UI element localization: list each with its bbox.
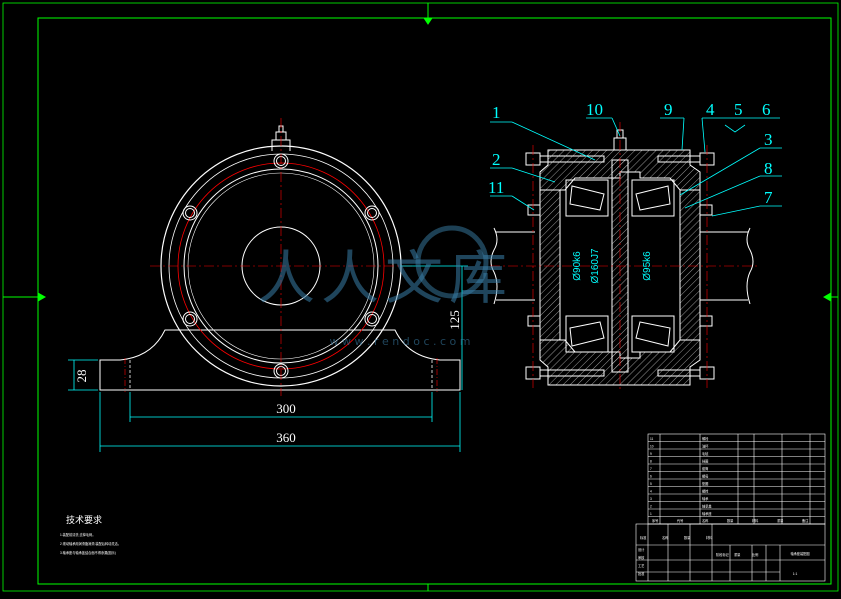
callout-5: 5 [734, 100, 743, 119]
parts-cell: 2 [650, 505, 652, 509]
parts-cell: 螺栓 [702, 436, 709, 441]
parts-cell: 挡圈 [702, 459, 708, 464]
parts-cell: 轴承盖 [702, 504, 712, 509]
callout-7: 7 [764, 188, 773, 207]
scale-label: 比例 [752, 552, 758, 557]
tech-item-2: 2.滚动轴承用润滑脂润滑,装配后转动灵活。 [60, 541, 121, 546]
part-callouts: 1 2 11 10 9 4 5 6 3 8 7 [488, 100, 773, 207]
dim-center-height: 125 [447, 310, 462, 330]
callout-3: 3 [764, 130, 773, 149]
scale-label: 阶段标记 [716, 552, 730, 557]
section-view: Ø90k6 Ø160J7 Ø95k6 1 2 11 10 9 4 5 6 3 [488, 100, 782, 392]
scale-value: 1:1 [793, 572, 798, 576]
parts-cell: 螺栓 [702, 489, 709, 494]
callout-8: 8 [764, 159, 773, 178]
dim-base-inner: 300 [276, 401, 296, 416]
tech-item-3: 3.轴承座与轴承盖结合面不得渗漏(图示) [60, 550, 116, 555]
front-view: 300 360 125 28 [68, 118, 468, 452]
callout-10: 10 [586, 100, 603, 119]
pedestal-outline [99, 329, 461, 391]
callout-6: 6 [762, 100, 771, 119]
watermark-logo: 人人文库 [257, 244, 513, 312]
shaft [490, 227, 754, 305]
parts-cell: 1 [650, 512, 652, 516]
parts-cell: 垫圈 [702, 481, 708, 486]
footer-label: 备注 [802, 518, 809, 523]
title-block [635, 433, 826, 582]
scale-label: 重量 [734, 552, 741, 557]
footer-label: 数量 [727, 518, 734, 523]
sign-label: 设计 [638, 547, 645, 552]
dim-base-height: 28 [74, 370, 89, 383]
front-dimensions [68, 265, 468, 452]
parts-cell: 8 [650, 460, 652, 464]
parts-cell: 轴承 [702, 496, 709, 501]
callout-2: 2 [492, 150, 501, 169]
parts-cell: 5 [650, 482, 652, 486]
section-diameters: Ø90k6 Ø160J7 Ø95k6 [572, 248, 653, 283]
parts-cell: 套筒 [702, 466, 708, 471]
parts-cell: 油杯 [702, 444, 709, 449]
dia-label-2: Ø160J7 [590, 248, 601, 283]
parts-cell: 螺母 [702, 474, 708, 479]
parts-cell: 3 [650, 497, 652, 501]
tech-title: 技术要求 [66, 514, 102, 525]
tech-item-1: 1.装配前清洗,去掉毛刺。 [60, 532, 95, 537]
footer-label: 材料 [752, 518, 759, 523]
callout-11: 11 [488, 178, 504, 197]
callout-leaders [490, 117, 782, 217]
watermark-url: w w w . r e n d o c . c o m [330, 335, 471, 348]
header-cell: 名称 [662, 535, 669, 540]
sign-label: 审核 [638, 555, 645, 560]
parts-cell: 7 [650, 467, 652, 471]
parts-cell: 10 [650, 445, 654, 449]
parts-cell: 毛毡 [702, 451, 709, 456]
sign-label: 批准 [638, 571, 645, 576]
footer-label: 重量 [777, 518, 784, 523]
header-cell: 标准 [640, 535, 647, 540]
parts-cell: 轴承座 [702, 511, 712, 516]
tech-requirements: 技术要求 1.装配前清洗,去掉毛刺。 2.滚动轴承用润滑脂润滑,装配后转动灵活。… [60, 514, 121, 555]
callout-9: 9 [664, 100, 673, 119]
bearings [565, 179, 675, 353]
watermark: 人人文库 w w w . r e n d o c . c o m [257, 225, 513, 348]
section-bolts [525, 129, 715, 380]
parts-cell: 4 [650, 490, 652, 494]
dia-label-1: Ø90k6 [572, 251, 583, 281]
parts-cell: 11 [650, 437, 654, 441]
dim-base-outer: 360 [276, 430, 296, 445]
footer-label: 名称 [702, 518, 709, 523]
parts-cell: 9 [650, 452, 652, 456]
sign-label: 工艺 [638, 563, 644, 568]
drawing-title: 轴承座装配图 [790, 551, 809, 556]
dia-label-3: Ø95k6 [642, 251, 653, 281]
footer-label: 代号 [677, 518, 683, 523]
callout-4: 4 [706, 100, 715, 119]
parts-cell: 6 [650, 475, 652, 479]
header-cell: 数量 [684, 535, 691, 540]
footer-label: 序号 [652, 518, 658, 523]
header-cell: 材料 [706, 535, 713, 540]
callout-1: 1 [492, 103, 501, 122]
